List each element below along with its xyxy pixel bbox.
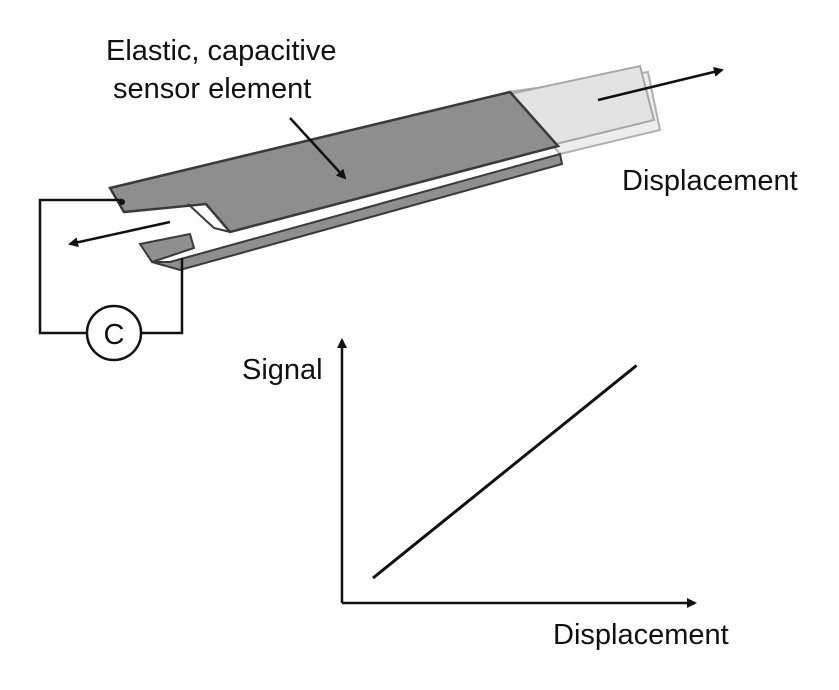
left-arrow [68,220,171,248]
displacement-arrow [597,67,724,102]
graph-axes [337,338,697,608]
sensor-label-line1: Elastic, capacitive [106,35,337,67]
sensor-label-line2: sensor element [113,73,312,105]
graph-ylabel: Signal [242,354,323,386]
capacitor: C [85,304,143,362]
circuit-wires [38,198,184,335]
sensor-lower-plate [138,152,564,272]
sensor-upper-plate [108,90,561,234]
signal-line [372,364,638,580]
displacement-label: Displacement [622,165,798,197]
capacitor-label: C [104,319,125,351]
label-pointer-arrow [289,117,347,180]
graph-xlabel: Displacement [553,619,729,651]
